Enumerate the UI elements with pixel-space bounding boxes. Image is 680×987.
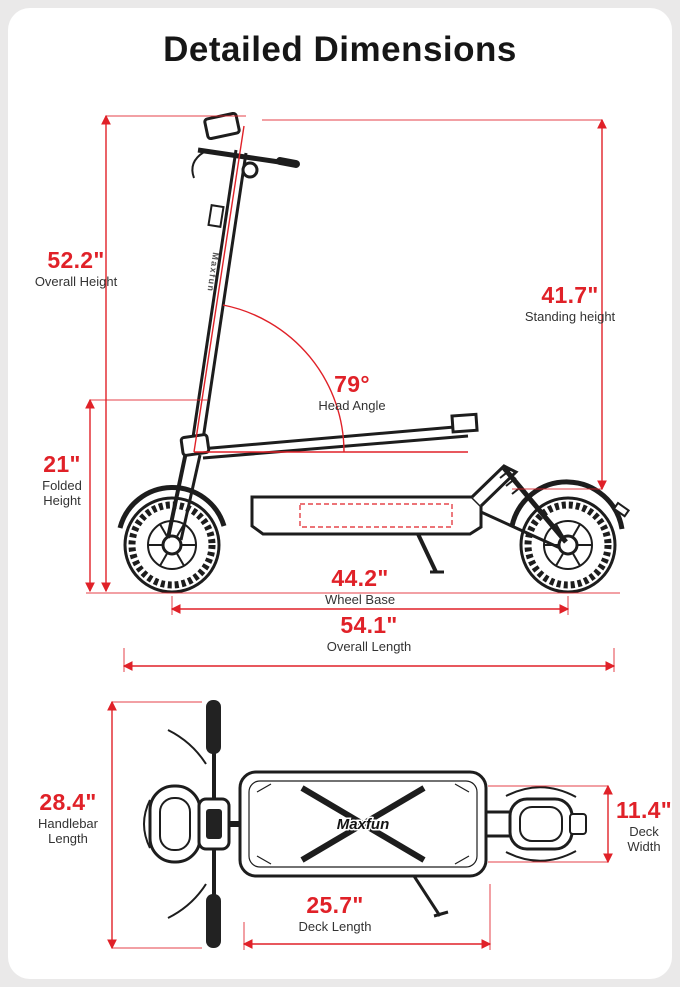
overall-length-label: Overall Length: [326, 639, 412, 655]
deck-length-label: Deck Length: [298, 919, 372, 935]
dim-line-overall-length: [122, 648, 616, 672]
rear-wheel-icon: [521, 498, 615, 592]
dim-folded-height: 21" Folded Height: [26, 452, 98, 509]
dim-handlebar-length: 28.4" Handlebar Length: [24, 790, 112, 847]
head-angle-label: Head Angle: [318, 398, 386, 414]
dim-line-deck-length: [242, 884, 492, 950]
rear-suspension: [470, 464, 568, 550]
stem-logo-text: Maxfun: [205, 252, 221, 293]
top-rear-wheel: [486, 786, 587, 862]
stem: Maxfun: [179, 149, 248, 457]
handlebar: [191, 111, 300, 179]
wheel-base-value: 44.2": [331, 565, 389, 591]
dim-overall-height: 52.2" Overall Height: [34, 248, 118, 289]
kickstand: [416, 533, 444, 574]
standing-height-value: 41.7": [541, 282, 599, 308]
head-angle-value: 79°: [334, 371, 370, 397]
dim-line-standing-height: [262, 118, 607, 491]
folded-height-value: 21": [43, 451, 81, 477]
top-front-wheel: [143, 784, 202, 864]
dim-deck-width: 11.4" Deck Width: [613, 798, 675, 855]
dim-overall-length: 54.1" Overall Length: [294, 613, 444, 654]
dim-wheel-base: 44.2" Wheel Base: [290, 566, 430, 607]
standing-height-label: Standing height: [524, 309, 616, 325]
dim-line-wheel-base: [170, 596, 570, 615]
overall-height-label: Overall Height: [34, 274, 118, 290]
rear-fender: [509, 479, 631, 530]
dim-head-angle: 79° Head Angle: [300, 372, 404, 413]
deck-length-value: 25.7": [306, 892, 364, 918]
dim-standing-height: 41.7" Standing height: [505, 283, 635, 324]
front-fender: [117, 485, 227, 529]
dim-line-overall-height: [101, 114, 246, 593]
side-view-drawing: Maxfun: [117, 111, 631, 592]
top-deck: Maxfun: [238, 770, 488, 878]
top-view-drawing: Maxfun: [143, 700, 587, 948]
dim-line-handlebar-length: [107, 700, 202, 950]
page-title: Detailed Dimensions: [163, 30, 517, 69]
dim-line-deck-width: [488, 784, 613, 864]
deck-width-value: 11.4": [616, 797, 672, 823]
folded-stem: [199, 412, 479, 460]
overall-length-value: 54.1": [340, 612, 398, 638]
wheel-base-label: Wheel Base: [324, 592, 396, 608]
folded-height-label: Folded Height: [42, 478, 82, 509]
deck-width-label: Deck Width: [627, 824, 661, 855]
front-fork: [166, 451, 202, 541]
head-angle-annotation: [193, 125, 468, 453]
overall-height-value: 52.2": [47, 247, 105, 273]
deck-logo-text: Maxfun: [337, 816, 390, 833]
top-kickstand: [412, 875, 449, 918]
handlebar-length-value: 28.4": [39, 789, 97, 815]
top-stem-head: [197, 797, 248, 851]
handlebar-length-label: Handlebar Length: [38, 816, 98, 847]
dim-deck-length: 25.7" Deck Length: [275, 893, 395, 934]
dim-line-folded-height: [85, 398, 208, 593]
deck: [250, 495, 483, 536]
